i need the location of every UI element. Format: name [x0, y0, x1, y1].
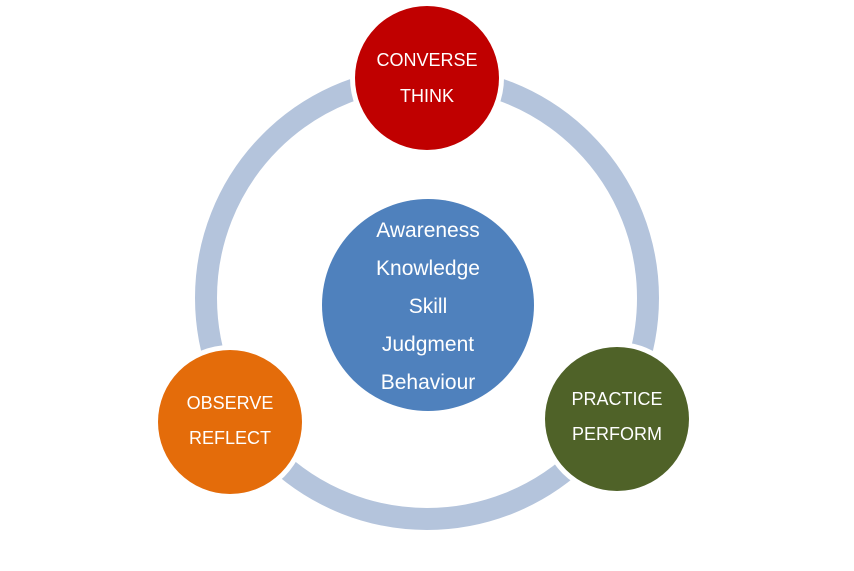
center-line-behaviour: Behaviour [381, 371, 476, 394]
center-line-judgment: Judgment [382, 333, 474, 356]
right-line-1: PRACTICE [571, 389, 662, 409]
center-line-knowledge: Knowledge [376, 257, 480, 280]
center-circle [322, 199, 534, 411]
center-node: Awareness Knowledge Skill Judgment Behav… [322, 199, 534, 411]
left-line-1: OBSERVE [187, 393, 274, 413]
center-line-skill: Skill [409, 295, 448, 318]
center-line-awareness: Awareness [376, 219, 480, 242]
right-line-2: PERFORM [572, 424, 662, 444]
left-circle [158, 350, 302, 494]
converse-think-node: CONVERSE THINK [355, 6, 499, 150]
top-line-1: CONVERSE [376, 50, 477, 70]
top-circle [355, 6, 499, 150]
left-line-2: REFLECT [189, 428, 271, 448]
right-circle [545, 347, 689, 491]
practice-perform-node: PRACTICE PERFORM [545, 347, 689, 491]
observe-reflect-node: OBSERVE REFLECT [158, 350, 302, 494]
top-line-2: THINK [400, 86, 454, 106]
